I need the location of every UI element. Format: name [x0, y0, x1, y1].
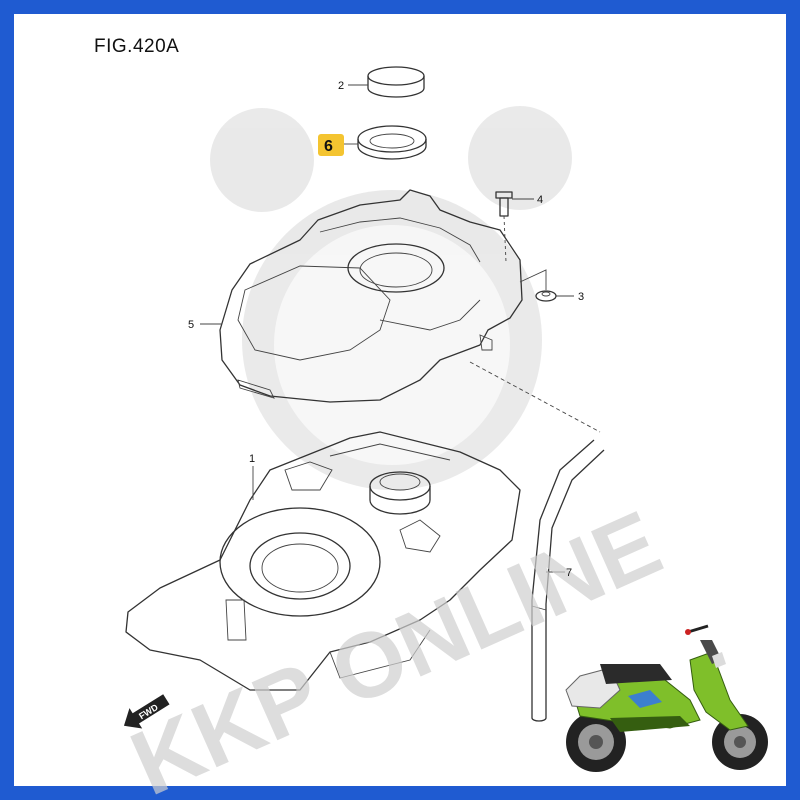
- part-2-cap: [367, 66, 425, 98]
- callout-5: 5: [188, 319, 194, 331]
- part-5-cover: [219, 189, 523, 403]
- callout-6-highlight: [318, 134, 344, 156]
- part-7-hose: [469, 361, 605, 722]
- part-4-bolt: [495, 191, 513, 263]
- callout-3: 3: [578, 291, 584, 303]
- callout-7: 7: [566, 567, 572, 579]
- callout-4: 4: [537, 194, 543, 206]
- callout-2: 2: [338, 80, 344, 92]
- scooter-image-icon: [565, 624, 768, 772]
- callout-1: 1: [249, 453, 255, 465]
- part-1-tank: [125, 431, 521, 691]
- callout-6: 6: [324, 138, 333, 155]
- figure-title: FIG.420A: [94, 36, 180, 57]
- part-3-nut: [519, 269, 557, 302]
- part-6-gasket: [357, 125, 427, 160]
